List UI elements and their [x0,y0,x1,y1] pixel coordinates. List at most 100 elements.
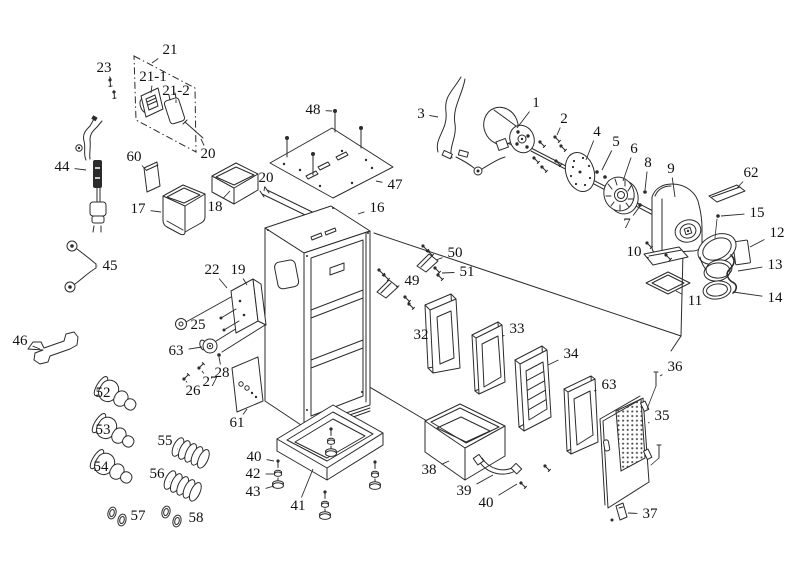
svg-text:27: 27 [203,374,219,390]
callout-61: 61 [230,408,248,431]
callout-8: 8 [644,155,652,191]
callout-49: 49 [395,273,420,289]
plug [89,201,107,217]
svg-text:37: 37 [643,506,659,522]
svg-text:19: 19 [231,262,246,278]
svg-text:5: 5 [612,134,620,150]
svg-text:40: 40 [247,449,262,465]
svg-text:21-1: 21-1 [139,69,167,85]
callout-51: 51 [441,264,475,280]
svg-text:60: 60 [127,149,142,165]
callout-36: 36 [659,359,683,377]
callout-35: 35 [647,408,670,424]
callout-9: 9 [667,161,676,198]
svg-text:46: 46 [13,333,29,349]
svg-text:47: 47 [388,177,404,193]
svg-text:63: 63 [169,343,184,359]
svg-text:53: 53 [96,422,111,438]
impeller-6 [603,176,639,215]
hinge [642,448,653,460]
louver-filter-34 [514,345,552,432]
callout-40: 40 [247,449,275,465]
svg-text:38: 38 [422,462,437,478]
svg-text:21: 21 [163,42,178,58]
callout-21-2: 21-2 [162,83,190,103]
callout-11: 11 [675,290,702,309]
svg-text:23: 23 [97,60,112,76]
svg-text:22: 22 [205,262,220,278]
callout-33: 33 [502,321,525,337]
svg-text:11: 11 [688,293,702,309]
svg-text:2: 2 [560,111,568,127]
control-box-panel-21 [104,55,204,153]
label-plate-62 [708,184,746,203]
callout-26: 26 [186,380,201,399]
backplate-4 [564,151,596,193]
svg-text:16: 16 [370,200,386,216]
callout-4: 4 [585,124,601,161]
callout-22: 22 [205,262,228,289]
callout-43: 43 [246,484,275,500]
screw-15 [714,214,720,239]
plate-61 [231,356,264,413]
callout-7: 7 [623,205,641,232]
callout-13: 13 [737,257,783,273]
callout-38: 38 [422,460,450,478]
callout-46: 46 [13,333,41,350]
svg-text:45: 45 [103,258,118,274]
svg-text:34: 34 [564,346,580,362]
svg-text:54: 54 [94,459,110,475]
callout-5: 5 [601,134,620,171]
svg-text:15: 15 [750,205,765,221]
svg-text:50: 50 [448,245,463,261]
svg-text:21-2: 21-2 [162,83,190,99]
callout-19: 19 [231,262,248,286]
base-tray-41 [272,404,384,520]
svg-text:40: 40 [479,495,494,511]
filter-frame-32 [424,293,461,374]
callout-63: 63 [169,343,203,359]
chute-17 [162,184,206,236]
svg-text:48: 48 [306,102,321,118]
callout-52: 52 [96,385,117,401]
terminal-tab [495,138,509,151]
svg-text:18: 18 [208,199,223,215]
gasket-11 [645,271,691,295]
cabinet-16 [264,205,371,434]
callout-63: 63 [593,377,617,393]
callout-34: 34 [547,346,580,366]
bracket-49 [376,279,399,299]
svg-text:7: 7 [623,216,631,232]
svg-text:61: 61 [230,415,245,431]
svg-text:12: 12 [770,225,785,241]
svg-text:6: 6 [630,141,638,157]
callout-41: 41 [291,468,314,514]
svg-text:56: 56 [150,466,166,482]
callout-17: 17 [131,201,162,217]
fastener-dots-5-7-8 [595,170,647,207]
svg-text:62: 62 [744,165,759,181]
svg-text:39: 39 [457,483,472,499]
svg-text:4: 4 [593,124,601,140]
svg-text:57: 57 [131,508,147,524]
svg-text:35: 35 [655,408,670,424]
callout-44: 44 [55,159,87,175]
latch-37 [610,502,628,522]
callout-12: 12 [749,225,785,248]
power-cord-44 [75,115,107,233]
knob-25 [175,318,187,330]
svg-text:42: 42 [246,466,261,482]
dust-box-38 [424,403,506,481]
callout-56: 56 [150,466,171,483]
motor-1 [483,106,535,154]
pins-36 [646,371,662,466]
callout-1: 1 [516,95,540,129]
svg-text:63: 63 [602,377,617,393]
callout-18: 18 [208,190,231,215]
access-door-35 [599,371,662,522]
svg-text:58: 58 [189,510,204,526]
screws-48 [285,109,363,176]
callout-37: 37 [627,506,659,522]
callout-39: 39 [457,474,494,499]
